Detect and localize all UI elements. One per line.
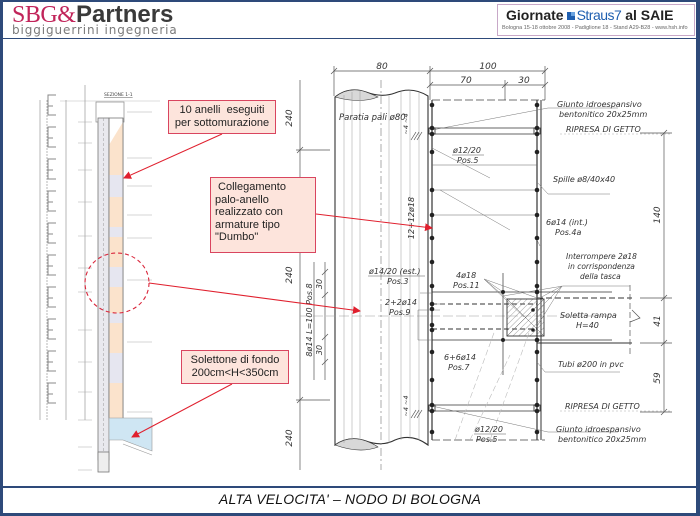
event-title-prefix: Giornate — [506, 7, 564, 23]
straus7-logo-icon — [566, 12, 575, 20]
section-annotations — [78, 111, 152, 471]
label-bottom-spacing: ~4 ~4 — [402, 395, 410, 416]
dim-right-59: 59 — [653, 372, 663, 384]
section-title: SEZIONE 1-1 — [104, 92, 133, 98]
label-int-bars-2: Pos.4a — [555, 228, 582, 237]
dim-right-140: 140 — [653, 206, 663, 223]
label-bars7-2: Pos.7 — [448, 363, 470, 372]
arrow-circle-to-detail — [148, 282, 361, 315]
label-interrompere-3: della tasca — [580, 272, 621, 281]
label-soletta-1: Soletta rampa — [560, 311, 617, 320]
header-divider — [3, 38, 696, 39]
callout-anelli-line-2: per sottomurazione — [174, 116, 270, 129]
top-dimensions — [330, 66, 549, 100]
label-stirrup-bottom-2: Pos.5 — [476, 435, 498, 444]
label-ripresa-bottom: RIPRESA DI GETTO — [565, 402, 640, 411]
section-bottom-slab — [108, 417, 153, 452]
right-dimension-line — [640, 129, 672, 416]
frame-top — [0, 0, 700, 2]
label-joint-bottom-2: bentonitico 20x25mm — [558, 435, 646, 444]
callout-anelli-line-1: 10 anelli eseguiti — [179, 104, 265, 116]
pile — [300, 80, 612, 470]
dim-left-bottom: 240 — [285, 429, 295, 446]
frame-bottom — [0, 513, 700, 516]
label-joint-top-1: Giunto idroespansivo — [557, 100, 642, 109]
label-int-bars-1: 6ø14 (int.) — [546, 218, 588, 227]
callout-anelli: 10 anelli eseguiti per sottomurazione — [168, 100, 276, 134]
detail-drawing: 80 100 70 30 240 240 240 30 — [285, 62, 672, 470]
label-joint-top-2: bentonitico 20x25mm — [559, 110, 647, 119]
event-details: Bologna 15-18 ottobre 2008 - Padiglione … — [502, 25, 688, 31]
rebar-dots — [429, 102, 540, 435]
label-interrompere-2: in corrispondenza — [568, 262, 635, 271]
label-pile-wall: Paratia pali ø80 — [339, 113, 406, 123]
label-pile-bars: 8ø14 L=100 Pos.8 — [305, 283, 314, 356]
logo-brand-sbg: SBG& — [12, 2, 76, 28]
event-banner: Giornate Straus7 al SAIE Bologna 15-18 ot… — [497, 4, 695, 36]
ring-wall — [410, 99, 641, 441]
label-ripresa-top: RIPRESA DI GETTO — [566, 125, 641, 134]
dim-right-41: 41 — [653, 315, 663, 326]
label-bars9-1: 2+2ø14 — [385, 298, 417, 307]
arrow-collegamento — [315, 213, 433, 232]
callout-collegamento-line-1: Collegamento — [215, 181, 286, 193]
label-interrompere-1: Interrompere 2ø18 — [566, 252, 637, 261]
event-title-suffix: al SAIE — [625, 7, 674, 23]
callout-collegamento-line-2: palo-anello — [215, 193, 269, 206]
callout-arrows — [123, 133, 433, 438]
label-bars11-1: 4ø18 — [456, 271, 476, 280]
label-stirrup-top-2: Pos.5 — [457, 156, 479, 165]
dim-pile-bars-bottom: 30 — [315, 345, 324, 355]
label-spille: Spille ø8/40x40 — [553, 175, 615, 184]
footer-title: ALTA VELOCITA' – NODO DI BOLOGNA — [218, 491, 482, 507]
section-drawing: SEZIONE 1-1 — [39, 85, 160, 473]
label-top-spacing: ~4 ~4 — [402, 113, 410, 134]
label-stirrup-bottom-1: ø12/20 — [474, 425, 503, 434]
label-est-bars-2: Pos.3 — [387, 277, 409, 286]
footer-divider — [3, 486, 696, 488]
logo-subtitle: biggiguerrini ingegneria — [12, 23, 178, 37]
label-bars7-1: 6+6ø14 — [444, 353, 476, 362]
dim-inner: 70 — [460, 76, 472, 86]
frame-right — [696, 0, 700, 516]
label-tubi: Tubi ø200 in pvc — [558, 360, 624, 369]
dim-left-middle: 240 — [285, 266, 295, 283]
dim-outer: 30 — [518, 76, 530, 86]
callout-collegamento-line-3: realizzato con — [215, 206, 283, 218]
callout-solettone-line-1: Solettone di fondo — [190, 354, 280, 366]
event-brand: Straus7 — [576, 7, 622, 23]
section-ring-rebar-glyphs — [47, 94, 56, 404]
callout-solettone-line-2: 200cm<H<350cm — [191, 366, 279, 379]
label-joint-bottom-1: Giunto idroespansivo — [556, 425, 641, 434]
event-title: Giornate Straus7 al SAIE — [506, 7, 673, 23]
left-dimension-line — [296, 80, 330, 470]
label-soletta-2: H=40 — [576, 321, 599, 330]
callout-solettone: Solettone di fondo 200cm<H<350cm — [181, 350, 289, 384]
dim-ring-width: 100 — [479, 62, 496, 72]
pile-bars-dimension — [313, 262, 329, 380]
label-stirrup-top-1: ø12/20 — [452, 146, 481, 155]
arrow-anelli — [123, 133, 223, 179]
dim-pile-width: 80 — [376, 62, 388, 72]
arrow-solettone — [131, 383, 233, 438]
dim-left-top: 240 — [285, 109, 295, 126]
label-vertical-bars: 12+12ø18 — [407, 197, 416, 239]
callout-collegamento-line-5: "Dumbo" — [215, 231, 259, 243]
label-bars9-2: Pos.9 — [389, 308, 411, 317]
detail-labels: Giunto idroespansivo bentonitico 20x25mm… — [368, 100, 647, 444]
label-est-bars-1: ø14/20 (est.) — [368, 267, 421, 276]
callout-collegamento-line-4: armature tipo — [215, 218, 280, 231]
dim-pile-bars-top: 30 — [315, 279, 324, 289]
logo-brand-partners: Partners — [76, 1, 174, 28]
callout-collegamento: Collegamento palo-anello realizzato con … — [210, 177, 316, 253]
section-dimension-chains — [39, 85, 86, 420]
label-bars11-2: Pos.11 — [453, 281, 480, 290]
frame-left — [0, 0, 3, 516]
